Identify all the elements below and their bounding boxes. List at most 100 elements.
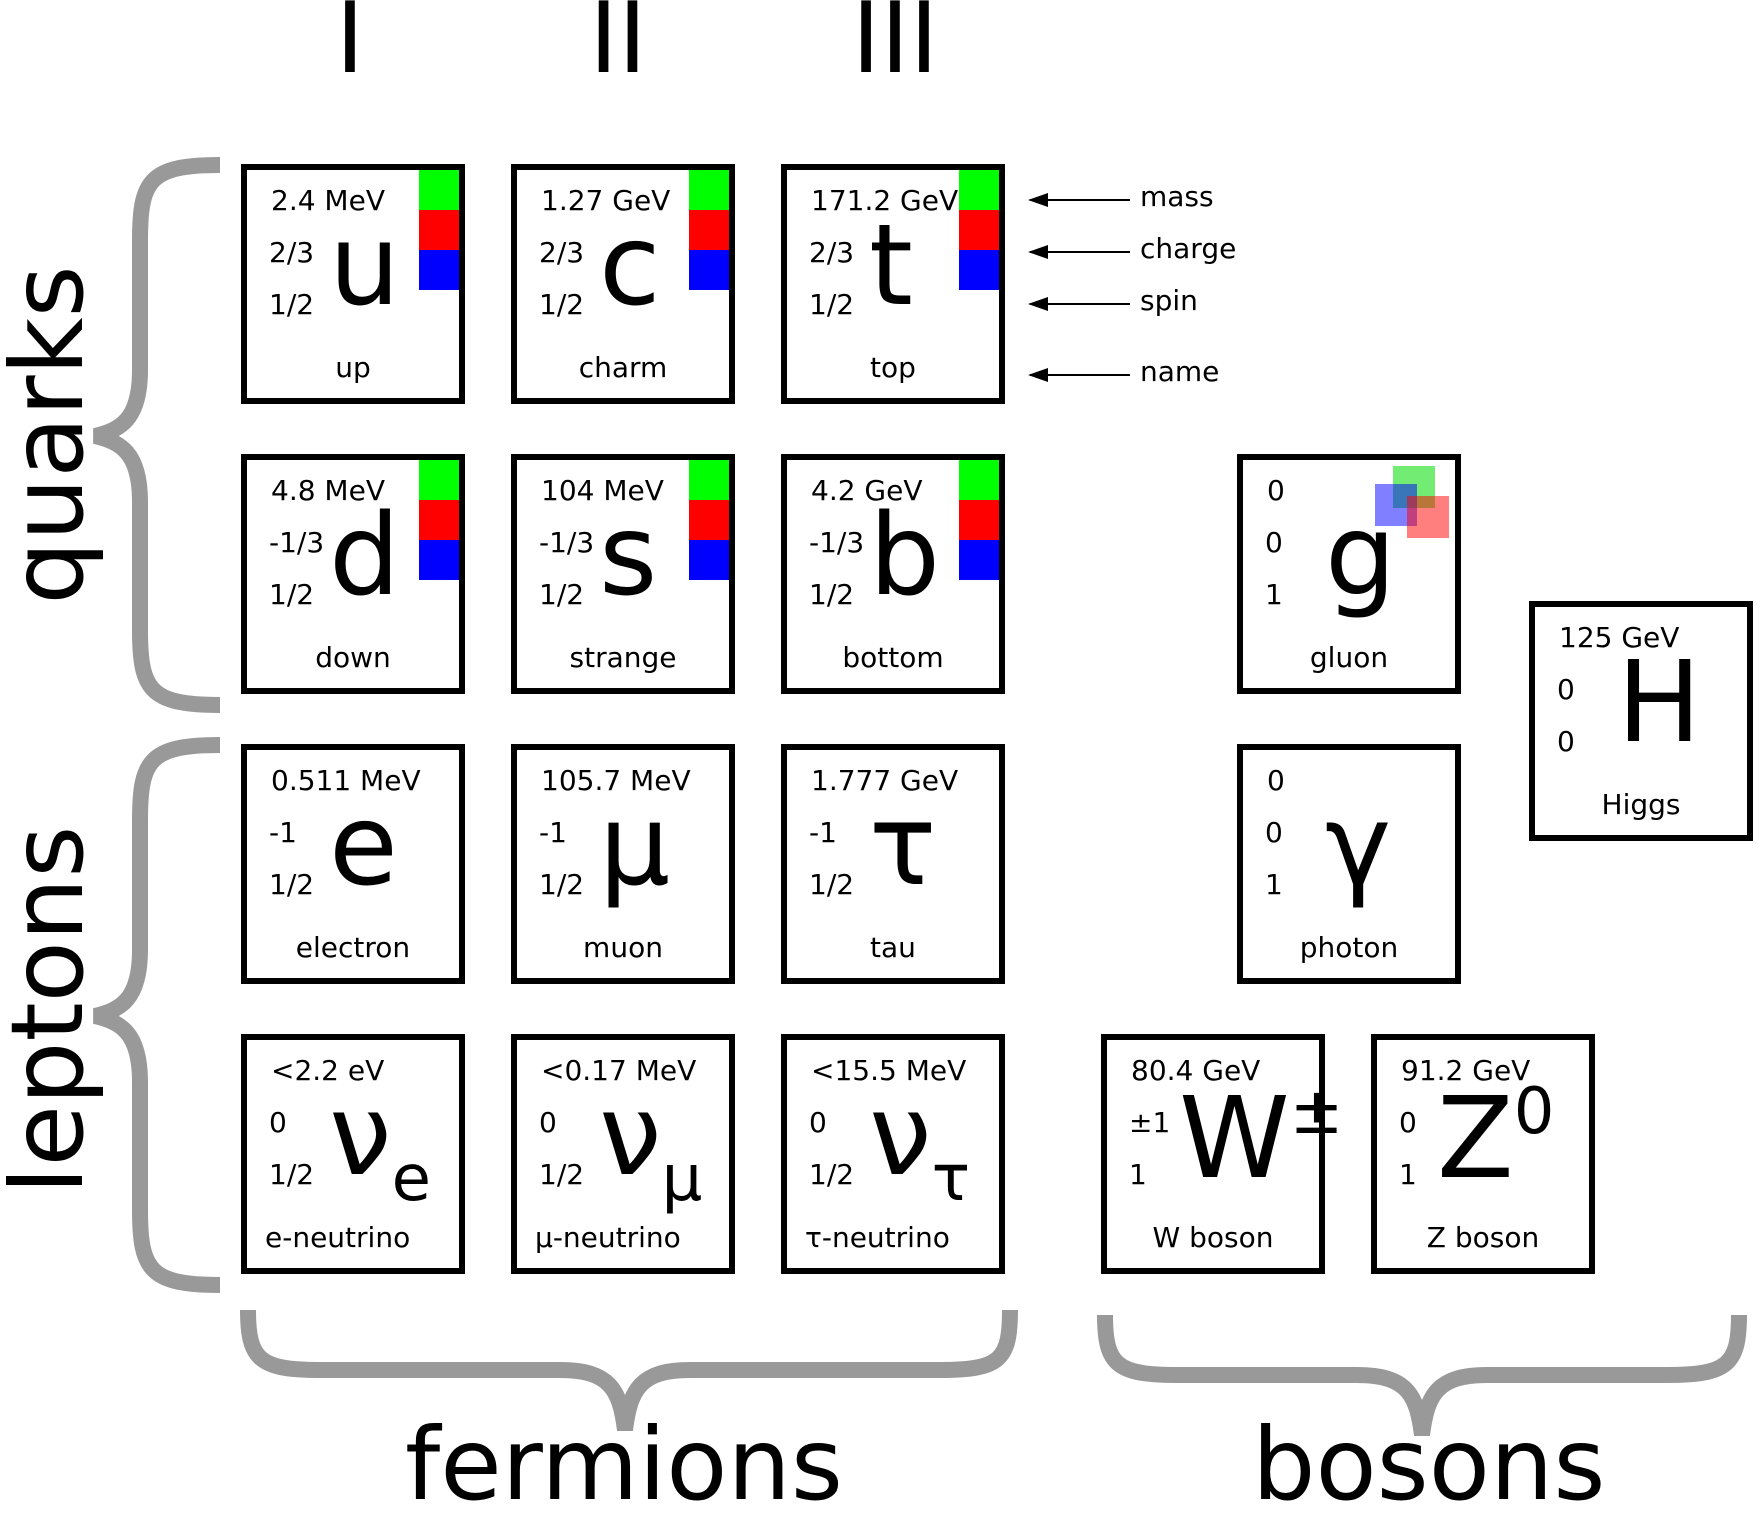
mass-arrow: [1028, 193, 1130, 207]
particle-symbol: νe: [329, 1080, 431, 1211]
particle-name: strange: [569, 641, 677, 674]
particle-card-electron: 0.511 MeV -1 1/2 e electron: [241, 744, 465, 984]
color-charge-swatch: [419, 170, 459, 290]
legend-spin: spin: [1140, 284, 1198, 317]
particle-charge: -1/3: [269, 526, 325, 559]
legend-charge: charge: [1140, 232, 1237, 265]
particle-charge: 0: [269, 1106, 287, 1139]
particle-charge: -1/3: [809, 526, 865, 559]
particle-card-tau-neutrino: <15.5 MeV 0 1/2 ντ τ-neutrino: [781, 1034, 1005, 1274]
spin-arrow: [1028, 297, 1130, 311]
particle-symbol: g: [1325, 491, 1397, 621]
particle-charge: 0: [539, 1106, 557, 1139]
particle-mass: 104 MeV: [541, 474, 664, 507]
particle-name: tau: [870, 931, 916, 964]
particle-card-down: 4.8 MeV -1/3 1/2 d down: [241, 454, 465, 694]
particle-name: Z boson: [1426, 1221, 1540, 1254]
particle-mass: 1.777 GeV: [811, 764, 959, 797]
bosons-brace: [1097, 1314, 1747, 1437]
symbol-superscript: ±: [1289, 1075, 1344, 1149]
particle-name: Higgs: [1601, 788, 1681, 821]
fermions-brace: [240, 1309, 1018, 1432]
leptons-brace: [93, 737, 221, 1293]
particle-card-gluon: 0 0 1 g gluon: [1237, 454, 1461, 694]
particle-card-strange: 104 MeV -1/3 1/2 s strange: [511, 454, 735, 694]
particle-spin: 1/2: [269, 578, 315, 611]
particle-mass: 4.2 GeV: [811, 474, 923, 507]
bosons-label: bosons: [1252, 1406, 1606, 1523]
particle-charge: 2/3: [269, 236, 315, 269]
particle-mass: 1.27 GeV: [541, 184, 671, 217]
particle-symbol: H: [1617, 638, 1702, 768]
symbol-main: ν: [599, 1071, 662, 1201]
quarks-brace: [93, 157, 221, 713]
particle-charge: -1: [539, 816, 567, 849]
particle-symbol: μ: [599, 781, 671, 911]
particle-name: bottom: [842, 641, 944, 674]
particle-spin: 1/2: [809, 1158, 855, 1191]
particle-card-w-boson: 80.4 GeV ±1 1 W± W boson: [1101, 1034, 1343, 1274]
particle-name: muon: [583, 931, 663, 964]
legend-mass: mass: [1140, 180, 1214, 213]
particle-mass: 0.511 MeV: [271, 764, 421, 797]
generation-3-label: III: [851, 0, 939, 96]
particle-charge: ±1: [1129, 1106, 1171, 1139]
particle-name: charm: [578, 351, 668, 384]
generation-2-label: II: [589, 0, 647, 96]
particle-name: μ-neutrino: [535, 1221, 681, 1254]
particle-card-higgs: 125 GeV 0 0 H Higgs: [1529, 601, 1753, 841]
particle-mass: 171.2 GeV: [811, 184, 959, 217]
particle-mass: 0: [1267, 764, 1285, 797]
particle-name: e-neutrino: [265, 1221, 411, 1254]
symbol-subscript: μ: [661, 1142, 703, 1216]
particle-card-muon: 105.7 MeV -1 1/2 μ muon: [511, 744, 735, 984]
particle-charge: -1/3: [539, 526, 595, 559]
particle-charge: 0: [809, 1106, 827, 1139]
particle-spin: 1/2: [539, 1158, 585, 1191]
symbol-main: W: [1179, 1074, 1290, 1204]
particle-spin: 1/2: [809, 288, 855, 321]
particle-charge: 0: [1399, 1106, 1417, 1139]
particle-spin: 1/2: [809, 868, 855, 901]
particle-name: electron: [295, 931, 411, 964]
particle-charge: -1: [269, 816, 297, 849]
symbol-main: ν: [329, 1071, 392, 1201]
symbol-superscript: 0: [1513, 1075, 1555, 1149]
legend-name: name: [1140, 355, 1220, 388]
particle-mass: 0: [1267, 474, 1285, 507]
particle-symbol: e: [329, 781, 398, 911]
particle-card-tau: 1.777 GeV -1 1/2 τ tau: [781, 744, 1005, 984]
particle-mass: <2.2 eV: [271, 1054, 385, 1087]
particle-mass: <15.5 MeV: [811, 1054, 967, 1087]
particle-symbol: b: [869, 491, 941, 621]
particle-symbol: γ: [1325, 781, 1392, 911]
particle-mass: 91.2 GeV: [1401, 1054, 1531, 1087]
particle-name: down: [315, 641, 391, 674]
particle-spin: 1/2: [809, 578, 855, 611]
particle-symbol: ντ: [869, 1080, 970, 1211]
particle-name: τ-neutrino: [805, 1221, 950, 1254]
leptons-label: leptons: [0, 825, 106, 1195]
particle-symbol: t: [869, 201, 913, 331]
particle-symbol: νμ: [599, 1080, 702, 1211]
particle-spin: 1/2: [539, 578, 585, 611]
color-charge-swatch: [689, 170, 729, 290]
symbol-subscript: τ: [931, 1142, 971, 1216]
particle-symbol: c: [599, 201, 661, 331]
particle-spin: 1/2: [539, 288, 585, 321]
color-charge-swatch: [959, 170, 999, 290]
particle-mass: 4.8 MeV: [271, 474, 385, 507]
charge-arrow: [1028, 245, 1130, 259]
particle-mass: 80.4 GeV: [1131, 1054, 1261, 1087]
particle-name: up: [335, 351, 371, 384]
generation-1-label: I: [335, 0, 365, 96]
name-arrow: [1028, 368, 1130, 382]
particle-spin: 1: [1265, 868, 1283, 901]
particle-card-z-boson: 91.2 GeV 0 1 Z0 Z boson: [1371, 1034, 1595, 1274]
particle-mass: <0.17 MeV: [541, 1054, 697, 1087]
particle-charge: 0: [1265, 526, 1283, 559]
particle-spin: 0: [1557, 725, 1575, 758]
particle-charge: 0: [1265, 816, 1283, 849]
particle-symbol: d: [329, 491, 401, 621]
fermions-label: fermions: [405, 1406, 843, 1523]
